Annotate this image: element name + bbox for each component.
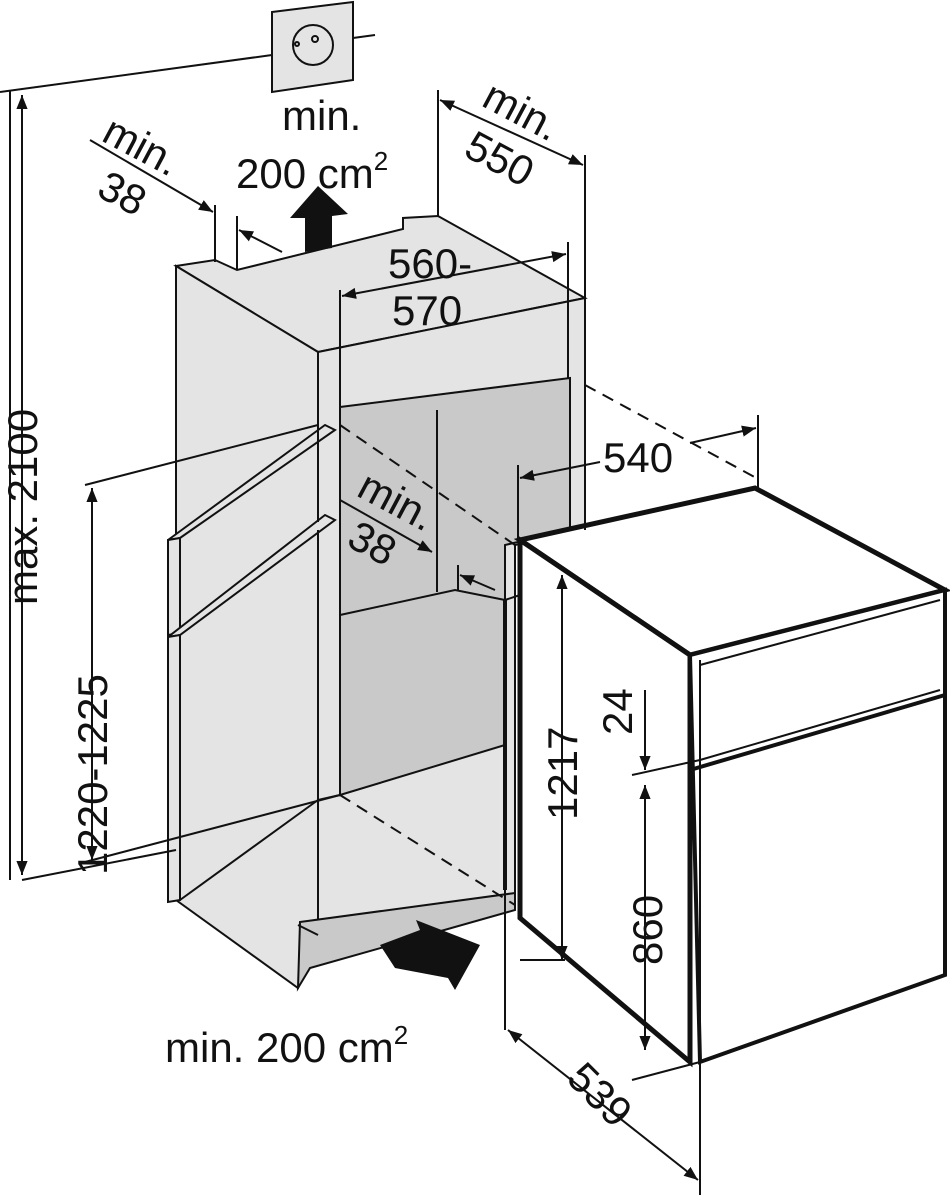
max-height-label: max. 2100 (0, 409, 46, 605)
top-vent-area: 200 cm2 (236, 146, 388, 197)
bottom-depth-label: 539 (559, 1053, 642, 1136)
niche-height-label: 1220-1225 (69, 674, 116, 875)
lower-door-height-label: 860 (624, 895, 671, 965)
width-line1: 560- (388, 240, 472, 287)
dimension-lines (9, 90, 759, 1195)
appliance-height-label: 1217 (539, 727, 586, 820)
width-line2: 570 (392, 287, 462, 334)
power-socket-icon (0, 0, 376, 94)
refrigerator-appliance (503, 485, 950, 1068)
airflow-in-arrow-icon (380, 920, 480, 990)
airflow-up-arrow-icon (290, 186, 348, 252)
cabinet-niche (167, 214, 761, 992)
door-gap-label: 24 (594, 688, 641, 735)
bottom-vent-label: min. 200 cm2 (165, 1020, 408, 1071)
top-vent-min-label: min. (282, 92, 361, 139)
appliance-depth: 540 (603, 434, 673, 481)
